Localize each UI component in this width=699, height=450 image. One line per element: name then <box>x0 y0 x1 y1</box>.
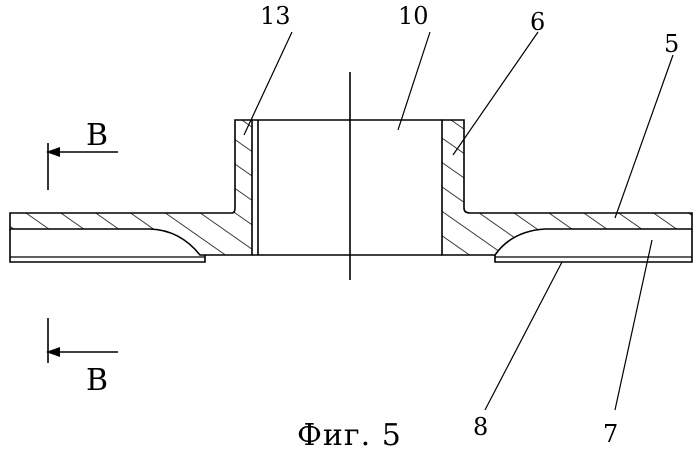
leader-8 <box>485 262 562 410</box>
leader-7 <box>615 240 652 410</box>
left-flange-wall <box>10 120 252 255</box>
flange-section <box>10 120 692 262</box>
leader-5 <box>615 55 673 218</box>
leader-10 <box>398 32 430 130</box>
section-label-top: B <box>86 118 108 153</box>
part-number-7: 7 <box>603 420 618 448</box>
leader-6 <box>453 32 538 155</box>
part-number-6: 6 <box>530 8 545 36</box>
right-flange-wall <box>442 120 692 255</box>
section-marker-bottom: B <box>48 318 118 398</box>
section-label-bottom: B <box>86 363 108 398</box>
part-number-8: 8 <box>473 413 488 441</box>
part-number-13: 13 <box>260 2 291 30</box>
figure-caption: Фиг. 5 <box>297 418 402 450</box>
part-number-5: 5 <box>664 30 679 58</box>
part-number-10: 10 <box>398 2 429 30</box>
section-marker-top: B <box>48 118 118 190</box>
